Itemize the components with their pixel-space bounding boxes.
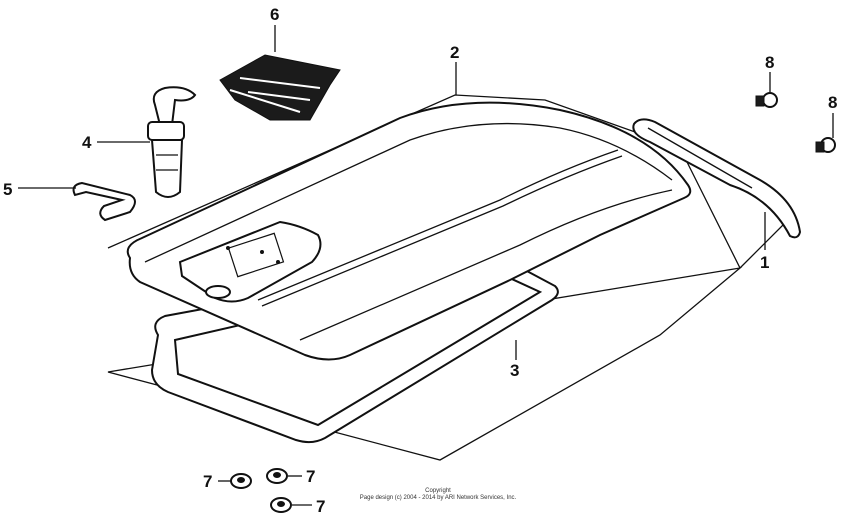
side-trim-part <box>632 118 802 239</box>
nut-part-c <box>270 497 292 513</box>
bolt-part-b <box>815 137 836 153</box>
callout-8b: 8 <box>828 93 837 112</box>
callout-7b: 7 <box>306 467 315 486</box>
callout-5: 5 <box>3 180 12 199</box>
copyright-line-2: Page design (c) 2004 - 2014 by ARI Netwo… <box>360 495 517 501</box>
callout-7c: 7 <box>316 497 325 516</box>
callout-8a: 8 <box>765 53 774 72</box>
callout-6: 6 <box>270 5 279 24</box>
lock-part <box>147 86 197 198</box>
callout-1: 1 <box>760 253 769 272</box>
rubber-mat-part <box>219 54 341 121</box>
callout-2: 2 <box>450 43 459 62</box>
bolt-part-a <box>755 92 778 108</box>
main-cover-part <box>126 101 692 361</box>
copyright-line-1: Copyright <box>425 488 451 494</box>
callout-7a: 7 <box>203 472 212 491</box>
nut-part-b <box>266 468 288 484</box>
callout-4: 4 <box>82 133 92 152</box>
leader-lines <box>18 25 834 506</box>
callout-3: 3 <box>510 361 519 380</box>
latch-clip-part <box>72 181 136 222</box>
nut-part-a <box>230 473 252 489</box>
